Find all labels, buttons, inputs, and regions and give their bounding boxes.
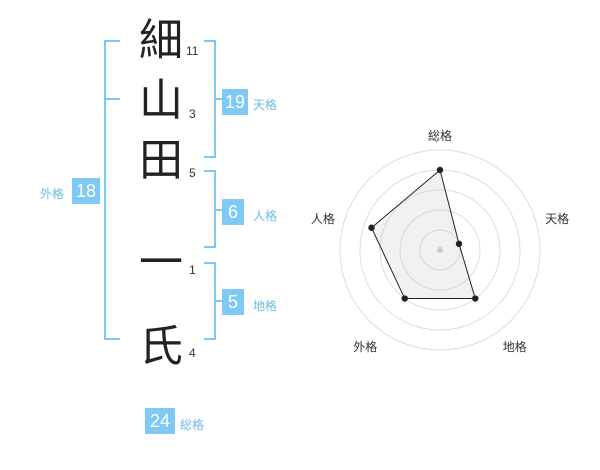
radar-point-5 — [368, 224, 375, 231]
tenkaku-tick — [216, 98, 222, 100]
radar-point-1 — [436, 166, 444, 174]
chikaku-badge: 5 — [222, 289, 244, 315]
name-char-3: 田 — [139, 135, 183, 186]
jinkaku-label: 人格 — [253, 209, 278, 223]
jinkaku-tick — [216, 209, 222, 211]
stroke-count-3: 5 — [189, 166, 196, 180]
tenkaku-label: 天格 — [253, 98, 278, 112]
chikaku-label: 地格 — [253, 299, 278, 313]
chikaku-bracket — [204, 262, 216, 340]
gaikaku-bracket — [104, 40, 120, 340]
name-char-5: 氏 — [139, 321, 183, 372]
radar-grid-ring — [399, 209, 481, 291]
tenkaku-badge: 19 — [222, 89, 248, 115]
radar-axis-label-5: 人格 — [311, 211, 335, 226]
jinkaku-bracket — [204, 170, 216, 248]
name-char-4: 一 — [139, 237, 183, 288]
jinkaku-badge: 6 — [222, 199, 244, 225]
gaikaku-bracket-tick — [104, 98, 120, 100]
gaikaku-label: 外格 — [40, 187, 65, 201]
name-char-2: 山 — [139, 75, 183, 126]
tenkaku-bracket — [204, 40, 216, 158]
radar-grid-ring — [379, 189, 501, 311]
radar-data-polygon — [370, 169, 476, 300]
name-char-1: 細 — [139, 15, 183, 66]
stroke-count-4: 1 — [189, 263, 196, 277]
radar-point-4 — [401, 295, 408, 302]
soukaku-badge: 24 — [145, 408, 175, 434]
soukaku-label: 総格 — [180, 418, 205, 432]
radar-axis-label-3: 地格 — [503, 339, 527, 354]
radar-grid-ring — [419, 229, 461, 271]
stroke-count-2: 3 — [189, 107, 196, 121]
radar-axis-label-2: 天格 — [545, 211, 569, 226]
radar-axis-label-4: 外格 — [353, 339, 377, 354]
stroke-count-1: 11 — [186, 44, 199, 58]
radar-axis-label-1: 総格 — [428, 128, 452, 143]
chikaku-tick — [216, 300, 222, 302]
radar-point-3 — [472, 295, 479, 302]
radar-point-2 — [455, 240, 463, 248]
radar-center-dot — [437, 247, 443, 253]
stroke-count-5: 4 — [189, 346, 196, 360]
gaikaku-badge: 18 — [72, 178, 100, 204]
